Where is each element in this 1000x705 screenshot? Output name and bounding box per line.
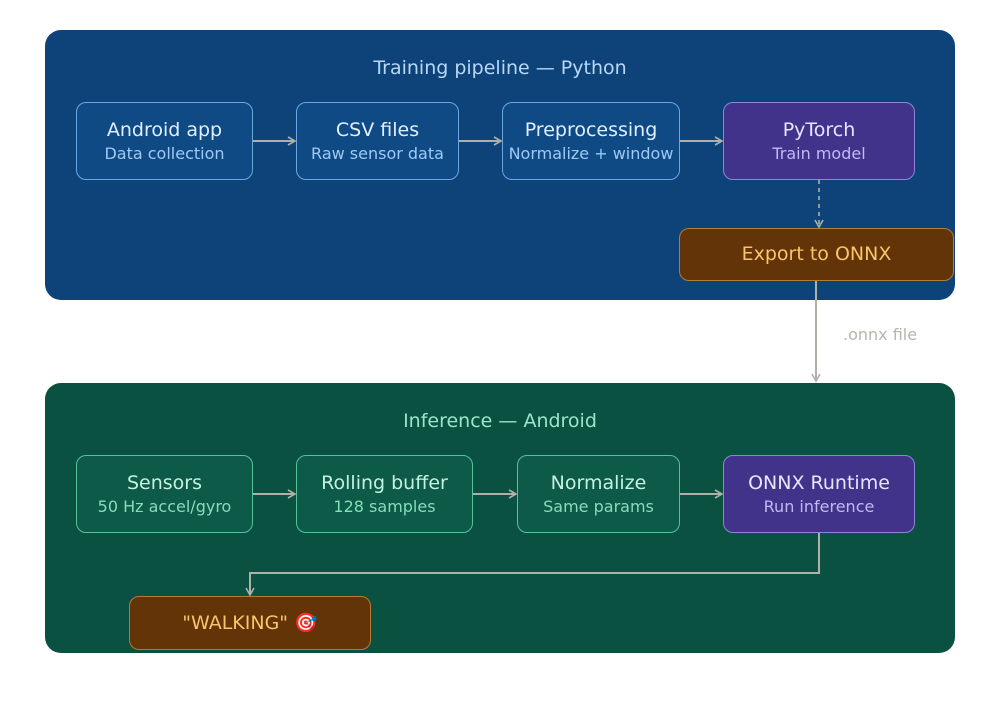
- node-normalize-subtitle: Same params: [543, 496, 654, 516]
- node-result-walking: "WALKING" 🎯: [129, 596, 371, 650]
- node-android-app-subtitle: Data collection: [104, 143, 225, 163]
- node-preprocessing-title: Preprocessing: [524, 118, 658, 141]
- node-result-walking-title: "WALKING" 🎯: [182, 611, 318, 634]
- node-csv-files: CSV files Raw sensor data: [296, 102, 459, 180]
- node-normalize-title: Normalize: [550, 471, 647, 494]
- node-export-onnx: Export to ONNX: [679, 228, 954, 281]
- node-csv-files-title: CSV files: [335, 118, 420, 141]
- node-preprocessing: Preprocessing Normalize + window: [502, 102, 680, 180]
- node-normalize: Normalize Same params: [517, 455, 680, 533]
- node-export-onnx-title: Export to ONNX: [741, 243, 892, 265]
- node-android-app-title: Android app: [106, 118, 223, 141]
- node-rolling-buffer: Rolling buffer 128 samples: [296, 455, 473, 533]
- node-preprocessing-subtitle: Normalize + window: [508, 143, 674, 163]
- inference-panel-title: Inference — Android: [403, 410, 597, 432]
- node-pytorch-title: PyTorch: [782, 118, 856, 141]
- node-pytorch-subtitle: Train model: [772, 143, 866, 163]
- node-sensors-title: Sensors: [126, 471, 203, 494]
- node-sensors: Sensors 50 Hz accel/gyro: [76, 455, 253, 533]
- training-panel-title: Training pipeline — Python: [373, 57, 627, 79]
- node-onnx-runtime-title: ONNX Runtime: [748, 471, 890, 494]
- node-pytorch: PyTorch Train model: [723, 102, 915, 180]
- node-rolling-buffer-subtitle: 128 samples: [333, 496, 436, 516]
- node-onnx-runtime-subtitle: Run inference: [763, 496, 875, 516]
- node-sensors-subtitle: 50 Hz accel/gyro: [97, 496, 232, 516]
- node-android-app: Android app Data collection: [76, 102, 253, 180]
- node-onnx-runtime: ONNX Runtime Run inference: [723, 455, 915, 533]
- node-csv-files-subtitle: Raw sensor data: [311, 143, 444, 163]
- onnx-file-label: .onnx file: [843, 325, 918, 344]
- node-rolling-buffer-title: Rolling buffer: [321, 471, 448, 494]
